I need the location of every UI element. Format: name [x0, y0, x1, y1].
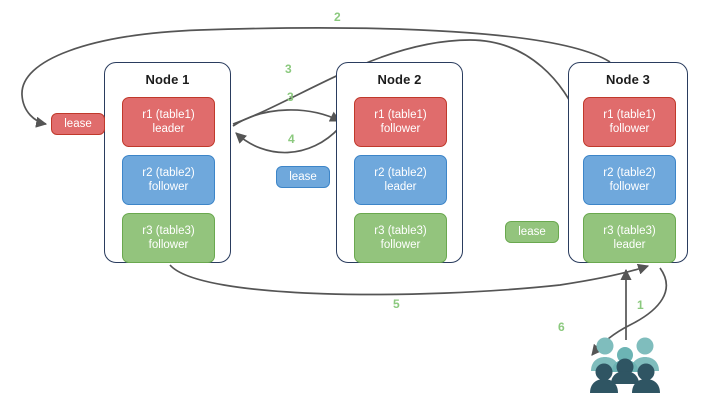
lease-label: lease	[289, 171, 317, 183]
replica-role: follower	[148, 181, 189, 193]
replica-name: r3 (table3)	[142, 225, 195, 237]
edge-path-5	[169, 263, 650, 296]
edge-label-2: 2	[334, 10, 341, 24]
lease-badge-blue[interactable]: lease	[276, 166, 330, 188]
replica-node1-r2[interactable]: r2 (table2) follower	[122, 155, 215, 205]
replica-node2-r1[interactable]: r1 (table1) follower	[354, 97, 447, 147]
replica-name: r1 (table1)	[374, 109, 427, 121]
edge-path-3-lower	[232, 109, 341, 127]
replica-role: follower	[380, 239, 421, 251]
replica-node1-r1[interactable]: r1 (table1) leader	[122, 97, 215, 147]
replica-role: follower	[609, 181, 650, 193]
replica-name: r3 (table3)	[374, 225, 427, 237]
replica-name: r3 (table3)	[603, 225, 656, 237]
replica-name: r2 (table2)	[603, 167, 656, 179]
edge-label-1: 1	[637, 298, 644, 312]
users-icon	[590, 337, 660, 393]
lease-label: lease	[518, 226, 546, 238]
replica-role: leader	[384, 181, 417, 193]
node-title-node2: Node 2	[377, 72, 422, 87]
replica-role: leader	[613, 239, 646, 251]
edge-label-3a: 3	[285, 62, 292, 76]
node-container-node1[interactable]: Node 1 r1 (table1) leader r2 (table2) fo…	[104, 62, 231, 263]
edge-label-6: 6	[558, 320, 565, 334]
replica-role: follower	[609, 123, 650, 135]
node-container-node3[interactable]: Node 3 r1 (table1) follower r2 (table2) …	[568, 62, 688, 263]
lease-badge-green[interactable]: lease	[505, 221, 559, 243]
edge-path-3-upper	[232, 39, 580, 125]
replica-name: r1 (table1)	[142, 109, 195, 121]
replica-node1-r3[interactable]: r3 (table3) follower	[122, 213, 215, 263]
replica-role: leader	[152, 123, 185, 135]
edge-label-5: 5	[393, 297, 400, 311]
replica-node2-r3[interactable]: r3 (table3) follower	[354, 213, 447, 263]
replica-node3-r1[interactable]: r1 (table1) follower	[583, 97, 676, 147]
lease-badge-red[interactable]: lease	[51, 113, 105, 135]
replica-node3-r2[interactable]: r2 (table2) follower	[583, 155, 676, 205]
replica-node2-r2[interactable]: r2 (table2) leader	[354, 155, 447, 205]
node-title-node3: Node 3	[606, 72, 650, 87]
replica-node3-r3[interactable]: r3 (table3) leader	[583, 213, 676, 263]
replica-role: follower	[148, 239, 189, 251]
edge-label-4: 4	[288, 132, 295, 146]
replica-name: r2 (table2)	[374, 167, 427, 179]
lease-label: lease	[64, 118, 92, 130]
node-title-node1: Node 1	[145, 72, 190, 87]
replica-name: r2 (table2)	[142, 167, 195, 179]
replica-name: r1 (table1)	[603, 109, 656, 121]
node-container-node2[interactable]: Node 2 r1 (table1) follower r2 (table2) …	[336, 62, 463, 263]
replica-role: follower	[380, 123, 421, 135]
edge-path-2	[21, 27, 611, 128]
edge-label-3b: 3	[287, 90, 294, 104]
edge-path-4	[235, 126, 341, 154]
